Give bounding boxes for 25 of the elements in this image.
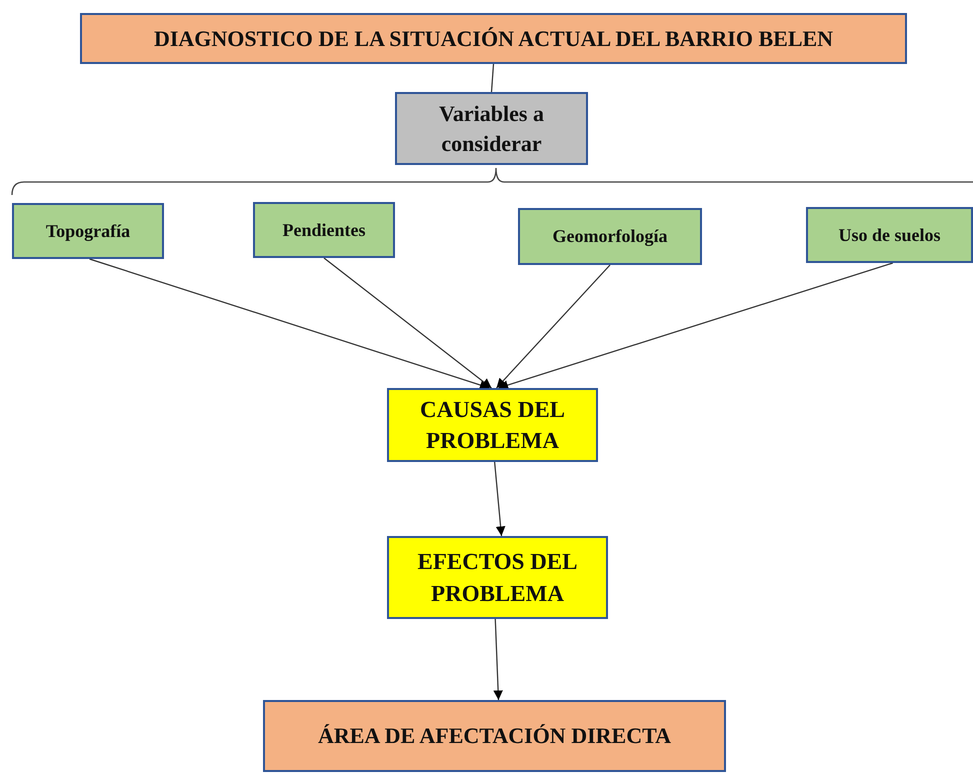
variable-box: [12, 203, 164, 259]
process-box: [263, 700, 726, 772]
connector-line: [490, 64, 494, 92]
box-label: EFECTOS DEL PROBLEMA: [416, 548, 578, 608]
process-box: [80, 13, 907, 64]
arrow: [498, 262, 894, 390]
box-label: Geomorfología: [552, 225, 668, 248]
category-box: [395, 92, 588, 165]
box-label: DIAGNOSTICO DE LA SITUACIÓN ACTUAL DEL BARRIO BELEN: [154, 24, 834, 53]
box-label: Topografía: [46, 220, 130, 243]
arrow: [89, 258, 490, 390]
box-label: ÁREA DE AFECTACIÓN DIRECTA: [318, 722, 672, 750]
variable-box: [253, 202, 395, 258]
arrow: [496, 264, 610, 388]
arrow: [493, 618, 503, 700]
arrow: [494, 462, 506, 536]
box-label: Uso de suelos: [838, 224, 940, 247]
arrow: [324, 258, 492, 388]
process-box: [387, 536, 608, 619]
process-box: [387, 388, 598, 462]
variable-box: [518, 208, 702, 265]
box-label: Variables a considerar: [438, 100, 545, 158]
box-label: Pendientes: [282, 218, 366, 242]
box-label: CAUSAS DEL PROBLEMA: [418, 396, 566, 455]
variable-box: [806, 207, 973, 263]
